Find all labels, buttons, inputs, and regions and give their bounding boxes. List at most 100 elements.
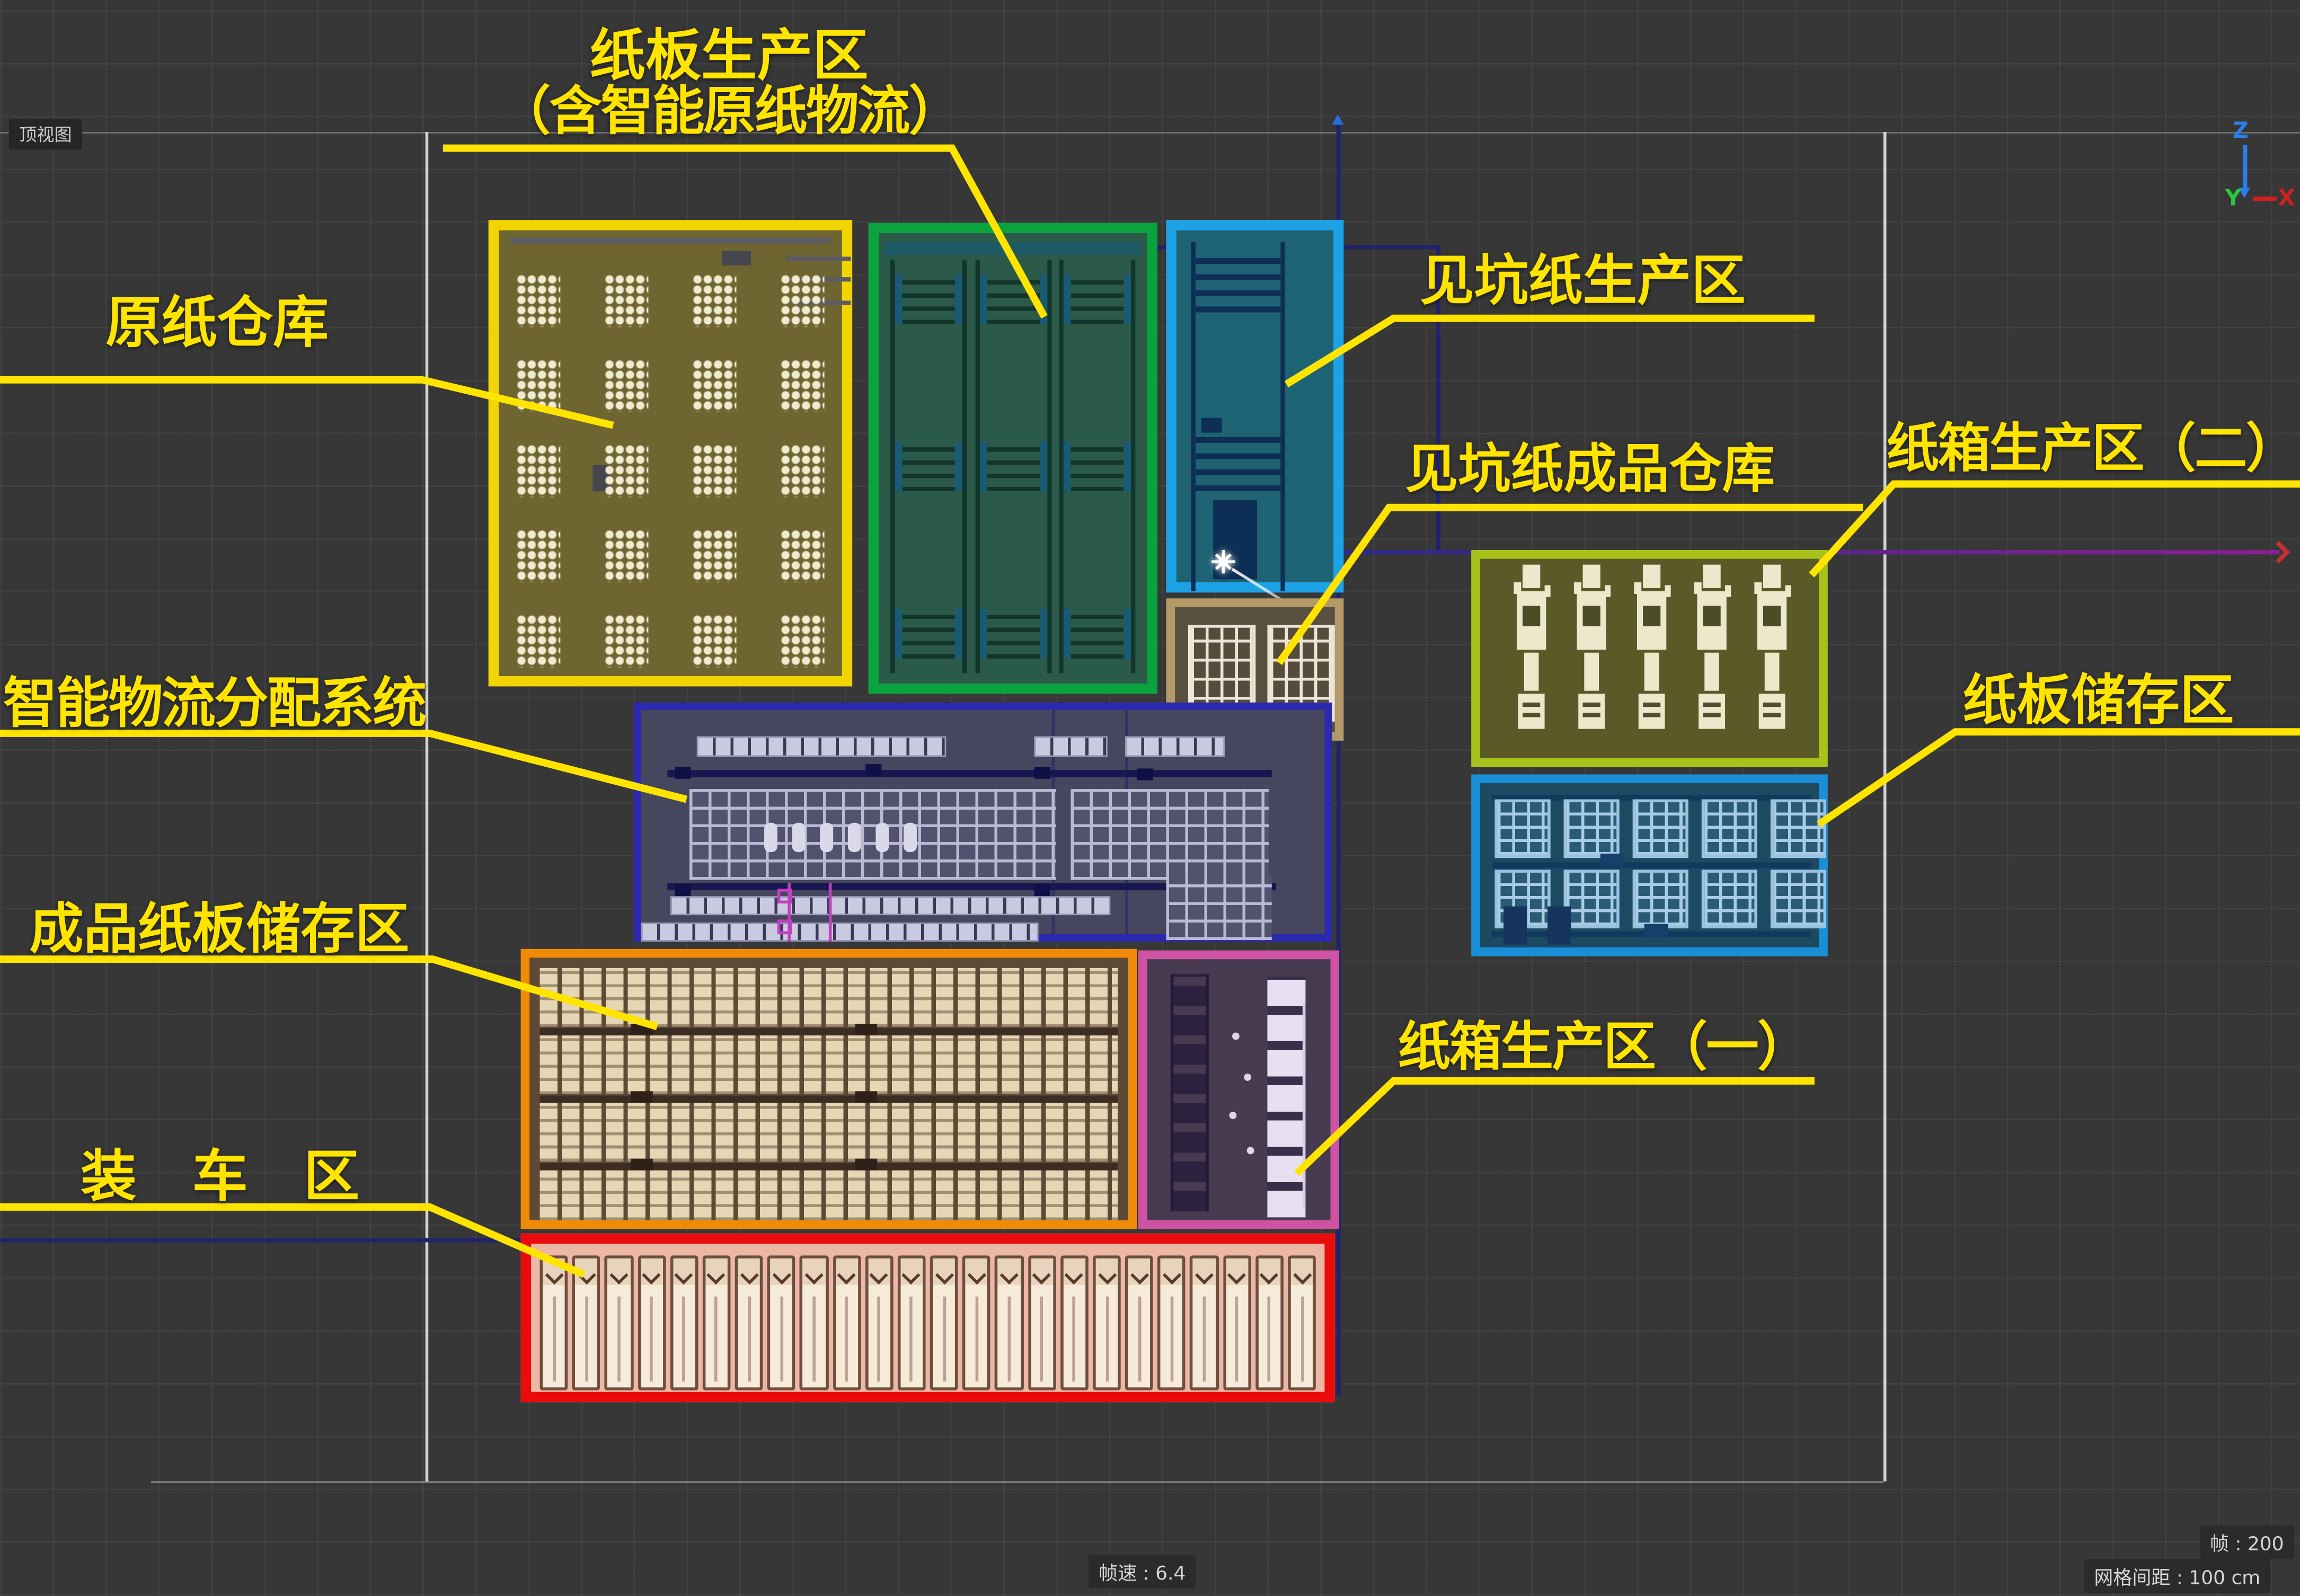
truck-icon	[1125, 1255, 1154, 1390]
board-rack	[1701, 799, 1757, 858]
conveyor	[1125, 736, 1225, 757]
agv-icon	[1137, 768, 1153, 781]
conveyor-band	[884, 242, 1142, 255]
axis-origin-tick-icon	[1332, 114, 1344, 125]
carton-stack-dot	[1232, 1032, 1240, 1040]
rack-feeder	[1503, 906, 1527, 945]
truck-icon	[865, 1255, 894, 1390]
carton-machine	[1633, 564, 1671, 752]
world-x-axis-arrow-icon	[2267, 540, 2290, 564]
annotation-carton-production-2: 纸箱生产区（二）	[1886, 419, 2299, 480]
board-rack	[1701, 870, 1757, 929]
paper-roll-pallet	[516, 614, 561, 668]
paper-roll-pallet	[604, 359, 649, 412]
carton-machines	[1512, 564, 1791, 752]
board-rack	[1563, 870, 1620, 929]
annotation-finished-board-storage: 成品纸板储存区	[29, 897, 410, 961]
truck-icon	[1223, 1255, 1251, 1390]
truck-icon	[1288, 1255, 1316, 1390]
machine-section	[1063, 608, 1131, 659]
truck-icon	[995, 1255, 1023, 1390]
truck-icon	[1255, 1255, 1284, 1390]
sparkle-effect-icon	[1211, 549, 1235, 574]
stacker-stations	[764, 822, 861, 853]
zone-carton-production-1[interactable]	[1138, 950, 1340, 1229]
paper-roll-pallet	[604, 614, 649, 668]
carton-machine	[1753, 564, 1791, 752]
building-outline-vline	[1336, 125, 1341, 1397]
zone-carton-production-2[interactable]	[1471, 549, 1828, 767]
zone-cardboard-production[interactable]	[868, 223, 1157, 694]
conveyor	[670, 896, 1111, 916]
paper-roll-pallet	[516, 359, 561, 412]
transfer-rail	[667, 883, 1277, 891]
machine-section	[1195, 251, 1281, 313]
zone-finished-board-storage[interactable]	[520, 948, 1137, 1229]
zone-logistics-system[interactable]	[633, 702, 1332, 942]
machine-section	[895, 441, 962, 492]
sorting-grid	[1071, 789, 1269, 880]
annotation-logistics-system: 智能物流分配系统	[3, 671, 427, 735]
status-grid-spacing: 网格间距 : 100 cm	[2084, 1559, 2271, 1593]
board-rack	[1494, 799, 1551, 858]
paper-roll-pallet	[780, 529, 825, 582]
carton-line-right	[1267, 977, 1306, 1218]
conveyor	[696, 736, 946, 757]
magenta-guide-line	[788, 883, 791, 942]
sorting-grid	[689, 789, 1056, 880]
machine-section	[895, 274, 962, 324]
status-frame: 帧 : 200	[2199, 1525, 2294, 1559]
annotation-corrugated-warehouse: 见坑纸成品仓库	[1405, 440, 1775, 500]
stacker-stations	[875, 822, 917, 853]
rack-rail	[1491, 795, 1812, 801]
magenta-station	[777, 919, 792, 935]
pallet-buffer	[1166, 875, 1272, 941]
annotation-corrugated-production: 见坑纸生产区	[1420, 249, 1746, 313]
conveyor	[641, 923, 1039, 942]
paper-roll-pallet	[516, 529, 561, 582]
rack-feeder	[1547, 906, 1571, 945]
axis-z-label: Z	[2232, 117, 2249, 144]
viewport-name-label[interactable]: 顶视图	[8, 119, 83, 150]
corrugator-lines	[890, 259, 1136, 673]
magenta-station	[777, 889, 792, 904]
truck-icon	[605, 1255, 633, 1390]
paper-roll-pallet	[692, 529, 737, 582]
truck-icon	[702, 1255, 731, 1390]
truck-icon	[800, 1255, 828, 1390]
truck-icon	[930, 1255, 959, 1390]
rack-rail	[1491, 862, 1812, 868]
machine-section	[1195, 432, 1281, 492]
grid-major-hline-bottom	[151, 1481, 1883, 1483]
machine-section	[895, 608, 962, 659]
board-racks-row	[1494, 799, 1827, 858]
truck-icon	[539, 1255, 568, 1390]
zone-loading-area[interactable]	[520, 1233, 1335, 1403]
pallet-band	[539, 1170, 1118, 1220]
corrugator-line	[890, 259, 967, 673]
agv-icon	[675, 767, 691, 779]
paper-roll-pallet	[604, 529, 649, 582]
annotation-carton-production-1: 纸箱生产区（一）	[1397, 1017, 1810, 1078]
annotation-cardboard-production-line1: 纸板生产区	[589, 23, 869, 88]
board-rack	[1632, 870, 1688, 929]
zone-corrugated-production[interactable]	[1166, 220, 1344, 637]
truck-icon	[1190, 1255, 1219, 1390]
paper-roll-pallet	[780, 444, 825, 498]
annotation-loading-area: 装 车 区	[81, 1143, 360, 1209]
board-rack	[1770, 799, 1827, 858]
agv-icon	[1034, 767, 1050, 779]
annotation-board-storage: 纸板储存区	[1962, 669, 2234, 732]
production-line	[1191, 242, 1285, 591]
forklift-icon	[721, 251, 751, 265]
transfer-rail	[667, 770, 1272, 777]
wall-bar	[510, 237, 830, 244]
grid-major-vline-left	[425, 132, 429, 1482]
paper-roll-pallet	[780, 274, 825, 327]
truck-icon	[670, 1255, 698, 1390]
paper-roll-pallet	[780, 614, 825, 668]
carton-stack-dot	[1246, 1147, 1254, 1155]
zone-raw-paper-warehouse[interactable]	[488, 220, 853, 687]
zone-board-storage[interactable]	[1471, 774, 1828, 956]
